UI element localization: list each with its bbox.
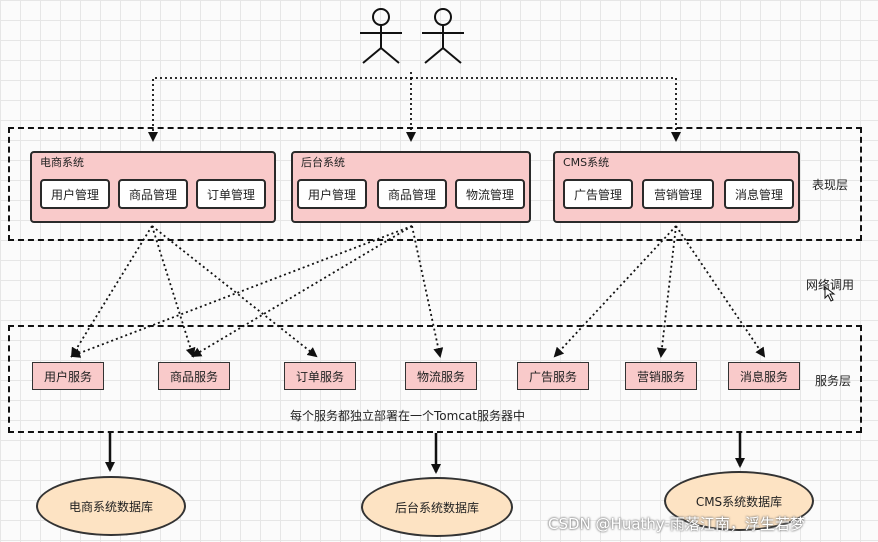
backend-system: 后台系统 用户管理 商品管理 物流管理 — [291, 151, 531, 223]
module-product-management: 商品管理 — [118, 179, 188, 209]
presentation-layer — [8, 127, 862, 241]
service-user: 用户服务 — [32, 362, 104, 390]
service-layer — [8, 325, 862, 433]
database-ecommerce: 电商系统数据库 — [36, 476, 186, 536]
module-user-management: 用户管理 — [40, 179, 110, 209]
system-title: 电商系统 — [40, 156, 84, 169]
service-product: 商品服务 — [158, 362, 230, 390]
module-order-management: 订单管理 — [196, 179, 266, 209]
service-order: 订单服务 — [284, 362, 356, 390]
service-message: 消息服务 — [728, 362, 800, 390]
module-ad-management: 广告管理 — [563, 179, 633, 209]
ecommerce-system: 电商系统 用户管理 商品管理 订单管理 — [30, 151, 276, 223]
service-marketing: 营销服务 — [625, 362, 697, 390]
module-user-management: 用户管理 — [297, 179, 367, 209]
module-product-management: 商品管理 — [377, 179, 447, 209]
user-actor-icon — [422, 8, 464, 64]
service-logistics: 物流服务 — [405, 362, 477, 390]
system-title: CMS系统 — [563, 156, 610, 169]
tomcat-deploy-note: 每个服务都独立部署在一个Tomcat服务器中 — [290, 409, 525, 423]
module-message-management: 消息管理 — [724, 179, 794, 209]
presentation-layer-label: 表现层 — [812, 178, 849, 192]
system-title: 后台系统 — [301, 156, 345, 169]
module-logistics-management: 物流管理 — [455, 179, 525, 209]
user-actor-icon — [360, 8, 402, 64]
database-backend: 后台系统数据库 — [361, 477, 513, 537]
service-ad: 广告服务 — [517, 362, 589, 390]
module-marketing-management: 营销管理 — [642, 179, 714, 209]
network-call-label: 网络调用 — [806, 278, 855, 292]
csdn-watermark: CSDN @Huathy-雨落江南，浮生若梦 — [548, 515, 805, 533]
database-cms: CMS系统数据库 — [664, 471, 814, 531]
service-layer-label: 服务层 — [815, 374, 852, 388]
cms-system: CMS系统 广告管理 营销管理 消息管理 — [553, 151, 800, 223]
